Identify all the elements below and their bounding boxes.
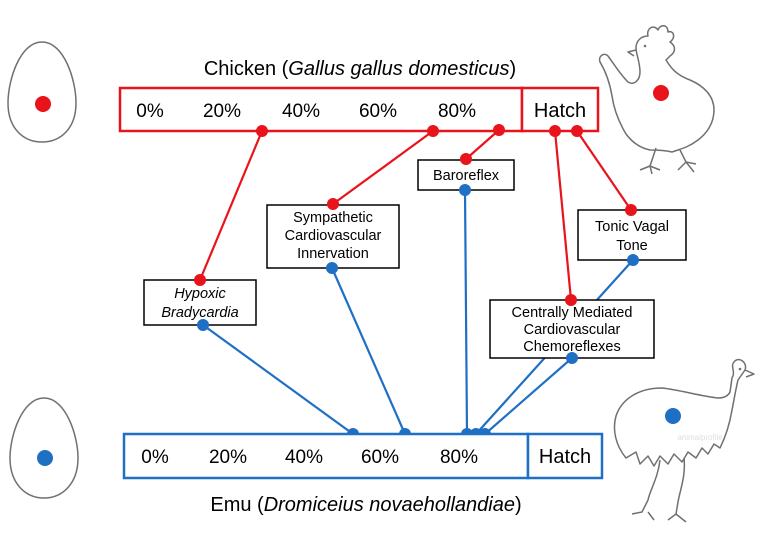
emu-title: Emu (Dromiceius novaehollandiae) [210, 494, 521, 516]
emu-tick-label: 80% [440, 447, 478, 468]
chicken-tick-label: 40% [282, 101, 320, 122]
trait-box-hypoxic-bradycardia: Hypoxic Bradycardia [143, 279, 257, 326]
trait-box-chemoreflexes: Centrally Mediated Cardiovascular Chemor… [489, 299, 655, 359]
emu-tick-label: 20% [209, 447, 247, 468]
chicken-icon [598, 25, 715, 175]
chicken-egg-dot [35, 96, 51, 112]
emu-marker [326, 262, 338, 274]
emu-egg-icon [9, 397, 79, 499]
emu-tick-label: 0% [141, 447, 169, 468]
chicken-timeline: 0% 20% 40% 60% 80% Hatch [118, 86, 600, 133]
chicken-incubation-bar [118, 86, 524, 133]
connector-chicken-hypoxic [198, 130, 264, 281]
chicken-tick-label: 80% [438, 101, 476, 122]
emu-incubation-bar [122, 432, 530, 480]
connector-emu-sympathetic [330, 267, 407, 435]
chicken-marker [625, 204, 637, 216]
chicken-title-prefix: Chicken ( [204, 58, 289, 80]
emu-hatch-label: Hatch [539, 446, 591, 468]
watermark-text: animalprofile [677, 433, 723, 442]
trait-label: Tonic Vagal [595, 219, 669, 235]
emu-title-prefix: Emu ( [210, 494, 264, 516]
chicken-connectors [198, 129, 632, 301]
trait-label: Bradycardia [161, 305, 238, 321]
connector-chicken-baroreflex [465, 129, 500, 160]
chicken-body-dot [653, 85, 669, 101]
chicken-marker [427, 125, 439, 137]
connector-emu-hypoxic [202, 324, 354, 435]
trait-box-tonic-vagal-tone: Tonic Vagal Tone [577, 209, 687, 261]
emu-tick-label: 60% [361, 447, 399, 468]
trait-label: Tone [616, 238, 647, 254]
trait-label: Innervation [297, 246, 369, 262]
emu-title-suffix: ) [515, 494, 522, 516]
chicken-marker [571, 125, 583, 137]
emu-marker [566, 352, 578, 364]
chicken-title-latin: Gallus gallus domesticus [288, 58, 509, 80]
connector-chicken-vagal [576, 130, 632, 211]
trait-label: Sympathetic [293, 210, 373, 226]
emu-marker [627, 254, 639, 266]
chicken-marker [256, 125, 268, 137]
chicken-tick-label: 20% [203, 101, 241, 122]
connector-chicken-sympathetic [332, 130, 434, 205]
emu-body-dot [665, 408, 681, 424]
chicken-marker [549, 125, 561, 137]
trait-box-sympathetic-innervation: Sympathetic Cardiovascular Innervation [266, 204, 400, 269]
trait-label: Chemoreflexes [523, 339, 621, 355]
emu-marker [459, 184, 471, 196]
emu-timeline: 0% 20% 40% 60% 80% Hatch [122, 432, 604, 480]
chicken-title-suffix: ) [510, 58, 517, 80]
trait-label: Cardiovascular [524, 322, 621, 338]
chicken-hatch-label: Hatch [534, 100, 586, 122]
connector-emu-baroreflex [463, 189, 469, 435]
chicken-marker [327, 198, 339, 210]
emu-egg-dot [37, 450, 53, 466]
trait-label: Hypoxic [174, 286, 226, 302]
trait-label: Centrally Mediated [512, 305, 633, 321]
chicken-tick-label: 0% [136, 101, 164, 122]
chicken-egg-icon [7, 41, 77, 143]
emu-tick-label: 40% [285, 447, 323, 468]
emu-icon: animalprofile [613, 358, 755, 523]
connector-emu-chemoreflex [484, 357, 573, 435]
emu-marker [197, 319, 209, 331]
chicken-dots [194, 124, 637, 306]
chicken-marker [194, 274, 206, 286]
emu-hatch-box [526, 432, 604, 480]
connector-chicken-chemoreflex [553, 130, 573, 301]
chicken-marker [565, 294, 577, 306]
chicken-title: Chicken (Gallus gallus domesticus) [204, 58, 516, 80]
trait-label: Baroreflex [433, 168, 500, 184]
chicken-marker [460, 153, 472, 165]
chicken-tick-label: 60% [359, 101, 397, 122]
chicken-marker [493, 124, 505, 136]
trait-label: Cardiovascular [285, 228, 382, 244]
emu-title-latin: Dromiceius novaehollandiae [264, 494, 515, 516]
